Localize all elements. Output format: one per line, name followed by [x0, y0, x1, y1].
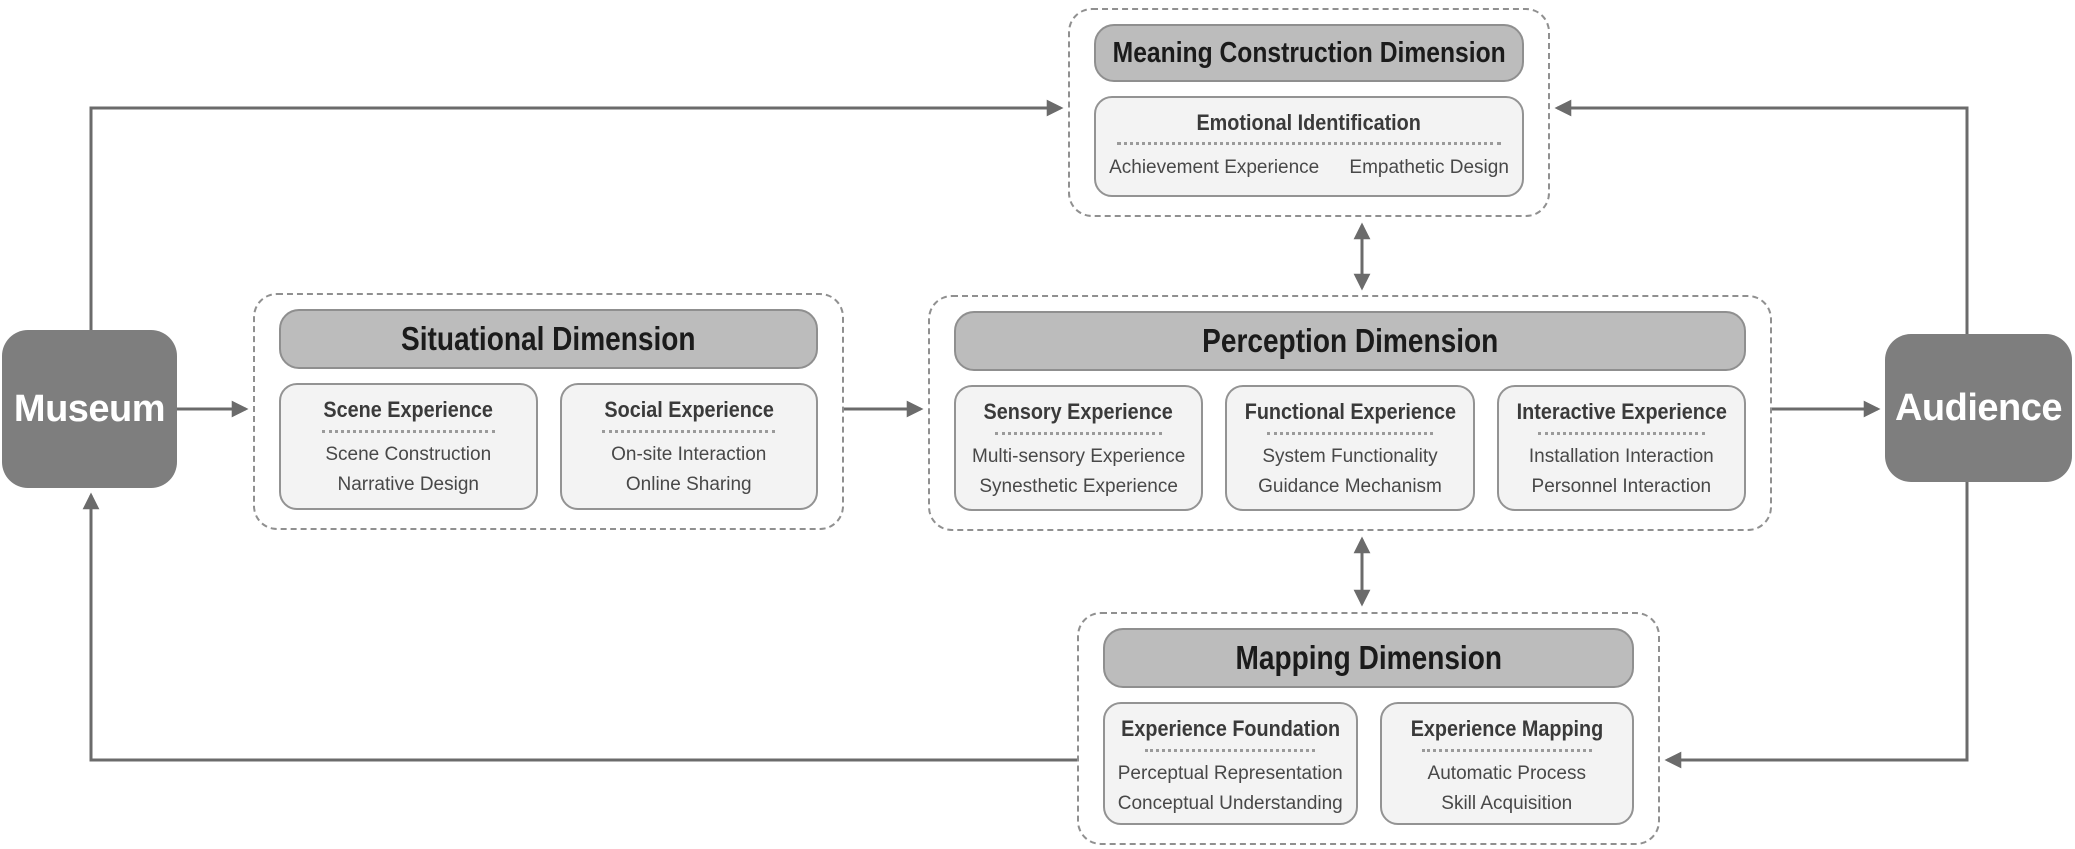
card-item: Skill Acquisition: [1441, 792, 1573, 814]
card-items: Achievement Experience Empathetic Design: [1096, 155, 1522, 181]
dotted-divider: [602, 430, 776, 433]
dimension-title: Meaning Construction Dimension: [1112, 36, 1506, 69]
card-title: Sensory Experience: [984, 399, 1174, 424]
dimension-header: Meaning Construction Dimension: [1094, 24, 1524, 82]
museum-label: Museum: [13, 387, 166, 430]
card-item: Narrative Design: [337, 473, 479, 495]
dimension-header: Mapping Dimension: [1103, 628, 1634, 688]
card-item: On-site Interaction: [611, 444, 767, 465]
dimension-header: Situational Dimension: [279, 309, 818, 369]
card-title: Emotional Identification: [1196, 110, 1422, 135]
card-items: Perceptual Representation Conceptual Und…: [1118, 761, 1343, 816]
card-emotional-identification: Emotional Identification Achievement Exp…: [1094, 96, 1524, 197]
audience-node: Audience: [1885, 334, 2072, 482]
card-title: Experience Foundation: [1120, 716, 1340, 741]
dotted-divider: [1145, 749, 1316, 752]
dimension-title: Mapping Dimension: [1235, 639, 1502, 676]
card-item: Automatic Process: [1427, 763, 1586, 784]
card-items: On-site Interaction Online Sharing: [611, 442, 766, 497]
card-item: Synesthetic Experience: [979, 475, 1178, 497]
card-title: Functional Experience: [1244, 399, 1456, 424]
card-sensory-experience: Sensory Experience Multi-sensory Experie…: [954, 385, 1204, 511]
card-items: Installation Interaction Personnel Inter…: [1529, 444, 1714, 499]
card-item: Multi-sensory Experience: [972, 446, 1186, 467]
card-item: Perceptual Representation: [1117, 763, 1343, 784]
card-scene-experience: Scene Experience Scene Construction Narr…: [279, 383, 538, 510]
card-experience-foundation: Experience Foundation Perceptual Represe…: [1103, 702, 1358, 825]
dimension-header: Perception Dimension: [954, 311, 1746, 371]
card-item: System Functionality: [1262, 446, 1438, 467]
card-title: Social Experience: [603, 397, 774, 422]
card-row: Emotional Identification Achievement Exp…: [1094, 96, 1524, 197]
card-title: Scene Experience: [323, 397, 494, 422]
card-items: System Functionality Guidance Mechanism: [1258, 444, 1442, 499]
dotted-divider: [1266, 432, 1434, 435]
dimension-mapping: Mapping Dimension Experience Foundation …: [1077, 612, 1660, 845]
audience-label: Audience: [1894, 386, 2063, 429]
card-item: Guidance Mechanism: [1258, 475, 1442, 497]
card-item: Online Sharing: [625, 473, 752, 495]
dotted-divider: [1117, 142, 1501, 145]
card-title: Experience Mapping: [1410, 716, 1604, 741]
card-experience-mapping: Experience Mapping Automatic Process Ski…: [1379, 702, 1634, 825]
dotted-divider: [321, 430, 495, 433]
card-title: Interactive Experience: [1516, 399, 1727, 424]
dimension-situational: Situational Dimension Scene Experience S…: [253, 293, 844, 530]
card-row: Sensory Experience Multi-sensory Experie…: [954, 385, 1746, 511]
card-item: Conceptual Understanding: [1117, 792, 1343, 814]
card-items: Multi-sensory Experience Synesthetic Exp…: [972, 444, 1185, 499]
card-social-experience: Social Experience On-site Interaction On…: [559, 383, 818, 510]
dimension-title: Situational Dimension: [401, 320, 696, 357]
card-functional-experience: Functional Experience System Functionali…: [1225, 385, 1475, 511]
card-item: Scene Construction: [325, 444, 492, 465]
arrow-mapping-to-museum: [82, 492, 1077, 762]
dotted-divider: [995, 432, 1163, 435]
dimension-title: Perception Dimension: [1201, 322, 1499, 359]
card-items: Scene Construction Narrative Design: [325, 442, 491, 497]
card-item: Personnel Interaction: [1531, 475, 1712, 497]
card-item: Installation Interaction: [1528, 446, 1714, 467]
dimension-meaning-construction: Meaning Construction Dimension Emotional…: [1068, 8, 1550, 217]
card-row: Scene Experience Scene Construction Narr…: [279, 383, 818, 510]
card-item: Empathetic Design: [1349, 157, 1509, 178]
card-item: Achievement Experience: [1109, 157, 1320, 178]
card-items: Automatic Process Skill Acquisition: [1428, 761, 1586, 816]
dotted-divider: [1421, 749, 1592, 752]
card-row: Experience Foundation Perceptual Represe…: [1103, 702, 1634, 825]
museum-node: Museum: [2, 330, 177, 488]
card-interactive-experience: Interactive Experience Installation Inte…: [1496, 385, 1746, 511]
dotted-divider: [1537, 432, 1705, 435]
dimension-perception: Perception Dimension Sensory Experience …: [928, 295, 1772, 531]
